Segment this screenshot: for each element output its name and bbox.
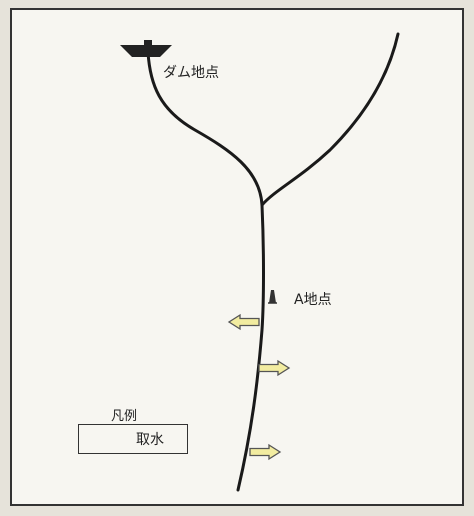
water-intakes [227, 313, 291, 461]
point-a-marker-icon [268, 290, 277, 304]
intake-arrow-icon [227, 313, 260, 331]
intake-arrow-icon [258, 359, 291, 377]
diagram-frame [10, 8, 464, 506]
legend-item-label: 取水 [136, 432, 164, 448]
legend-box [78, 424, 188, 454]
legend-title: 凡例 [111, 409, 138, 424]
dam-label: ダム地点 [163, 65, 219, 81]
river-main-channel [146, 50, 265, 492]
dam-icon [120, 40, 172, 57]
river-tributary [260, 32, 400, 207]
point-a-label: A地点 [294, 292, 332, 308]
intake-arrow-icon [249, 443, 282, 461]
